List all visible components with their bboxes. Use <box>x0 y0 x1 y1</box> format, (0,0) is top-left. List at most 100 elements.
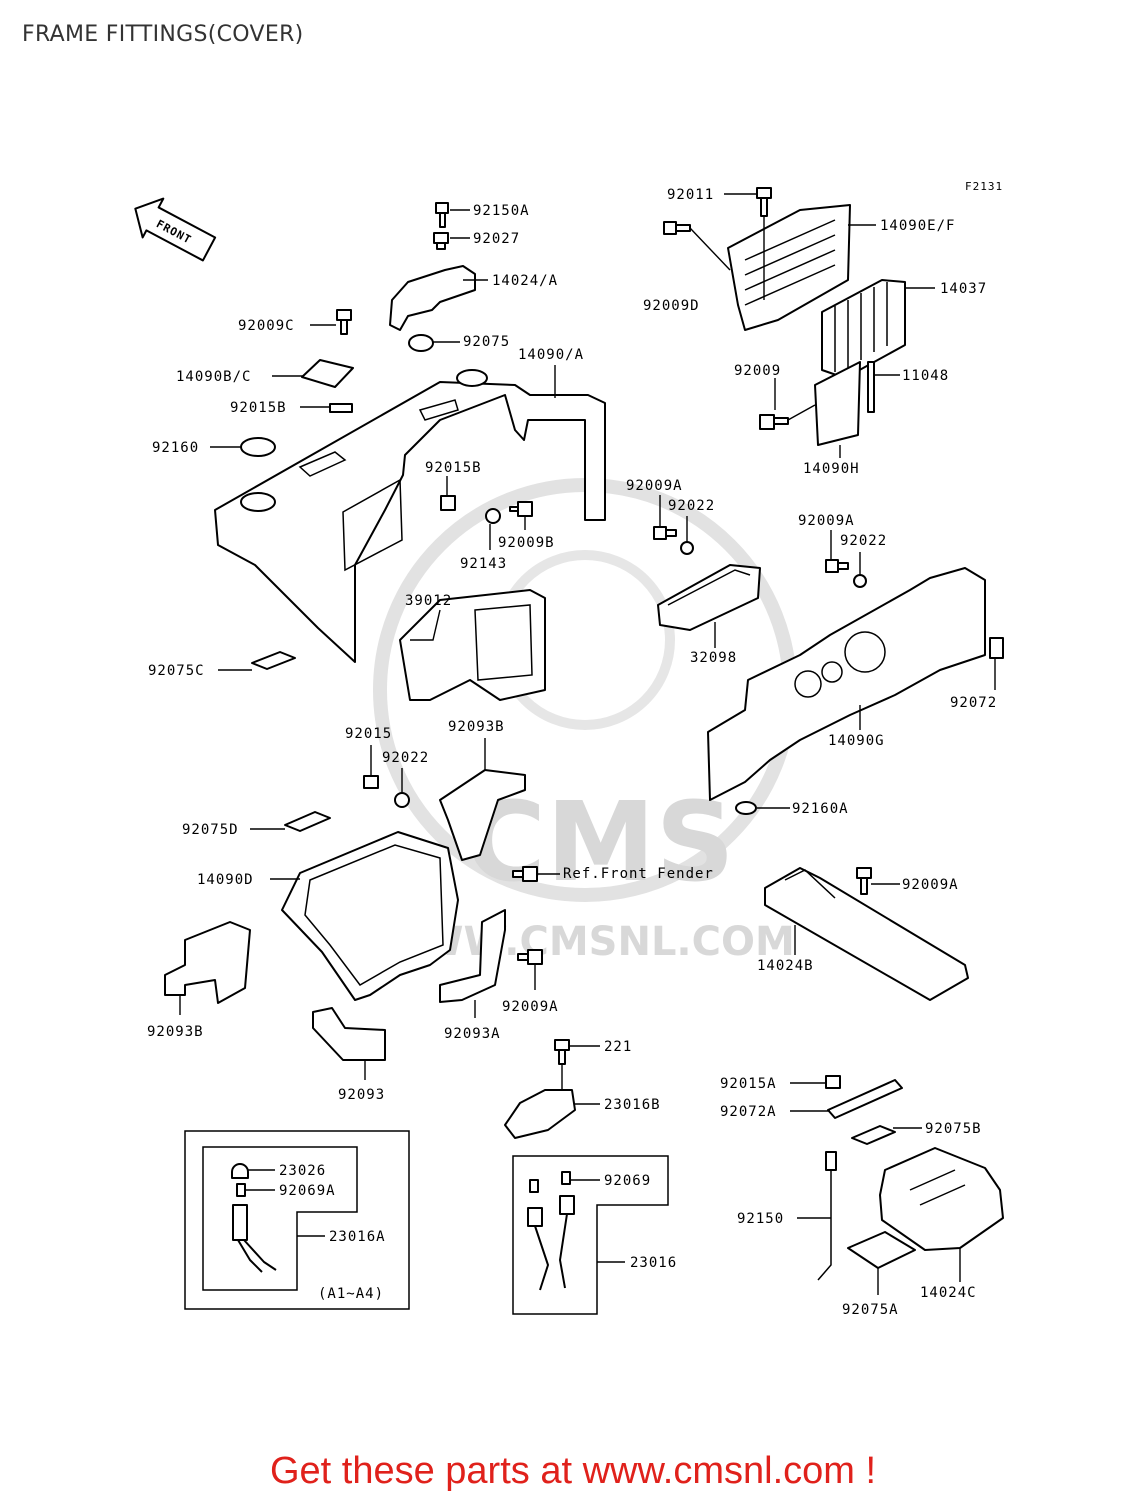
bracket-92093b-icon <box>439 769 526 861</box>
callout-92160a: 92160A <box>792 801 849 817</box>
footer-cta-link[interactable]: Get these parts at www.cmsnl.com ! <box>269 1450 877 1492</box>
callout-92160: 92160 <box>152 440 199 456</box>
washer-92022-2-icon <box>853 574 867 588</box>
clip-92015b-icon <box>329 403 353 413</box>
callout-labels: 92150A 92027 14024/A 92075 14090/A 92009… <box>147 187 997 1318</box>
callout-92015a: 92015A <box>720 1076 777 1092</box>
nut-92015-icon <box>363 775 379 789</box>
bracket-14024a-icon <box>389 265 476 331</box>
pad-92075c-icon <box>251 651 296 670</box>
bolt-92009a-4-icon <box>856 867 872 895</box>
bracket-92093b-2-icon <box>164 921 251 1004</box>
callout-92075d: 92075D <box>182 822 239 838</box>
strap-92072a-icon <box>827 1079 903 1119</box>
leader-lines <box>179 193 996 1295</box>
callout-92009: 92009 <box>734 363 781 379</box>
callout-a1-a4: (A1~A4) <box>318 1286 384 1302</box>
figure-ref: F2131 <box>965 180 1003 193</box>
nut-92015a-icon <box>825 1075 841 1089</box>
callout-14090a: 14090/A <box>518 347 584 363</box>
callout-92009c: 92009C <box>238 318 295 334</box>
callout-92009b: 92009B <box>498 535 555 551</box>
callout-92150: 92150 <box>737 1211 784 1227</box>
clamp-92072-icon <box>989 637 1004 659</box>
plate-14090bc-icon <box>301 359 354 388</box>
bolt-221-icon <box>554 1039 570 1065</box>
box-23016-kit <box>512 1155 669 1315</box>
washer-92022-3-icon <box>394 792 410 808</box>
watermark: CMS WWW.CMSNL.COM <box>373 478 797 965</box>
callout-14090h: 14090H <box>803 461 860 477</box>
tray-14090d-icon <box>281 831 459 1001</box>
bulb-92069-icon <box>529 1171 571 1193</box>
watermark-brand: CMS <box>465 778 734 906</box>
page-title: FRAME FITTINGS(COVER) <box>22 22 304 47</box>
callout-92093b: 92093B <box>448 719 505 735</box>
callout-92015b: 92015B <box>230 400 287 416</box>
pad-92075b-icon <box>851 1125 896 1145</box>
callout-32098: 32098 <box>690 650 737 666</box>
socket-23016a-icon <box>232 1204 277 1273</box>
socket-23016b-icon <box>504 1089 576 1139</box>
callout-14024b: 14024B <box>757 958 814 974</box>
callout-92015: 92015 <box>345 726 392 742</box>
callout-92093a: 92093A <box>444 1026 501 1042</box>
heatsink-14037-icon <box>821 279 906 379</box>
callout-92072: 92072 <box>950 695 997 711</box>
callout-ref-front-fender: Ref.Front Fender <box>563 866 714 882</box>
callout-14090bc: 14090B/C <box>176 369 251 385</box>
panel-14090h-icon <box>814 361 861 446</box>
callout-14024a: 14024/A <box>492 273 558 289</box>
grommet-92075-icon <box>408 334 434 352</box>
callout-92027: 92027 <box>473 231 520 247</box>
callout-92011: 92011 <box>667 187 714 203</box>
callout-92093: 92093 <box>338 1087 385 1103</box>
callout-92009a-3: 92009A <box>902 877 959 893</box>
callout-92150a: 92150A <box>473 203 530 219</box>
callout-92075a: 92075A <box>842 1302 899 1318</box>
bolt-92009c-icon <box>336 309 352 335</box>
callout-92022-2: 92022 <box>840 533 887 549</box>
callout-92015b-2: 92015B <box>425 460 482 476</box>
cover-14090a-icon <box>214 381 606 663</box>
callout-92072a: 92072A <box>720 1104 777 1120</box>
callout-221: 221 <box>604 1039 632 1055</box>
callout-23016: 23016 <box>630 1255 677 1271</box>
callout-92069: 92069 <box>604 1173 651 1189</box>
callout-92022-3: 92022 <box>382 750 429 766</box>
part-shapes <box>164 187 1004 1281</box>
strip-11048-icon <box>867 361 875 413</box>
callout-14090g: 14090G <box>828 733 885 749</box>
bracket-14024b-icon <box>764 867 969 1001</box>
bolt-92009b-icon <box>509 501 533 517</box>
callout-92069a: 92069A <box>279 1183 336 1199</box>
callout-14024c: 14024C <box>920 1285 977 1301</box>
callout-23016a: 23016A <box>329 1229 386 1245</box>
socket-23016-icon <box>527 1195 575 1291</box>
callout-23016b: 23016B <box>604 1097 661 1113</box>
callout-92075: 92075 <box>463 334 510 350</box>
bracket-92093-icon <box>312 1007 386 1061</box>
callout-14090ef: 14090E/F <box>880 218 955 234</box>
bolt-92009a-3-icon <box>512 866 538 882</box>
callout-92093b-2: 92093B <box>147 1024 204 1040</box>
callout-23026: 23026 <box>279 1163 326 1179</box>
inner-box-23016a <box>202 1146 358 1291</box>
collar-92143-icon <box>485 508 501 524</box>
collar-92027-icon <box>433 232 449 250</box>
bolt-92009d-icon <box>663 221 691 235</box>
callout-11048: 11048 <box>902 368 949 384</box>
bolt-92009a-5-icon <box>517 949 543 965</box>
bolt-92150a-icon <box>435 202 449 228</box>
pad-92075a-icon <box>847 1231 916 1269</box>
clip-92015b-2-icon <box>440 495 456 511</box>
grommet-92160-icon <box>240 437 276 457</box>
callout-14090d: 14090D <box>197 872 254 888</box>
callout-92009d: 92009D <box>643 298 700 314</box>
bolt-92009a-icon <box>653 526 677 540</box>
pad-92075d-icon <box>284 811 331 832</box>
bolt-92150-icon <box>825 1151 837 1171</box>
washer-92022-icon <box>680 541 694 555</box>
callout-92075b: 92075B <box>925 1121 982 1137</box>
